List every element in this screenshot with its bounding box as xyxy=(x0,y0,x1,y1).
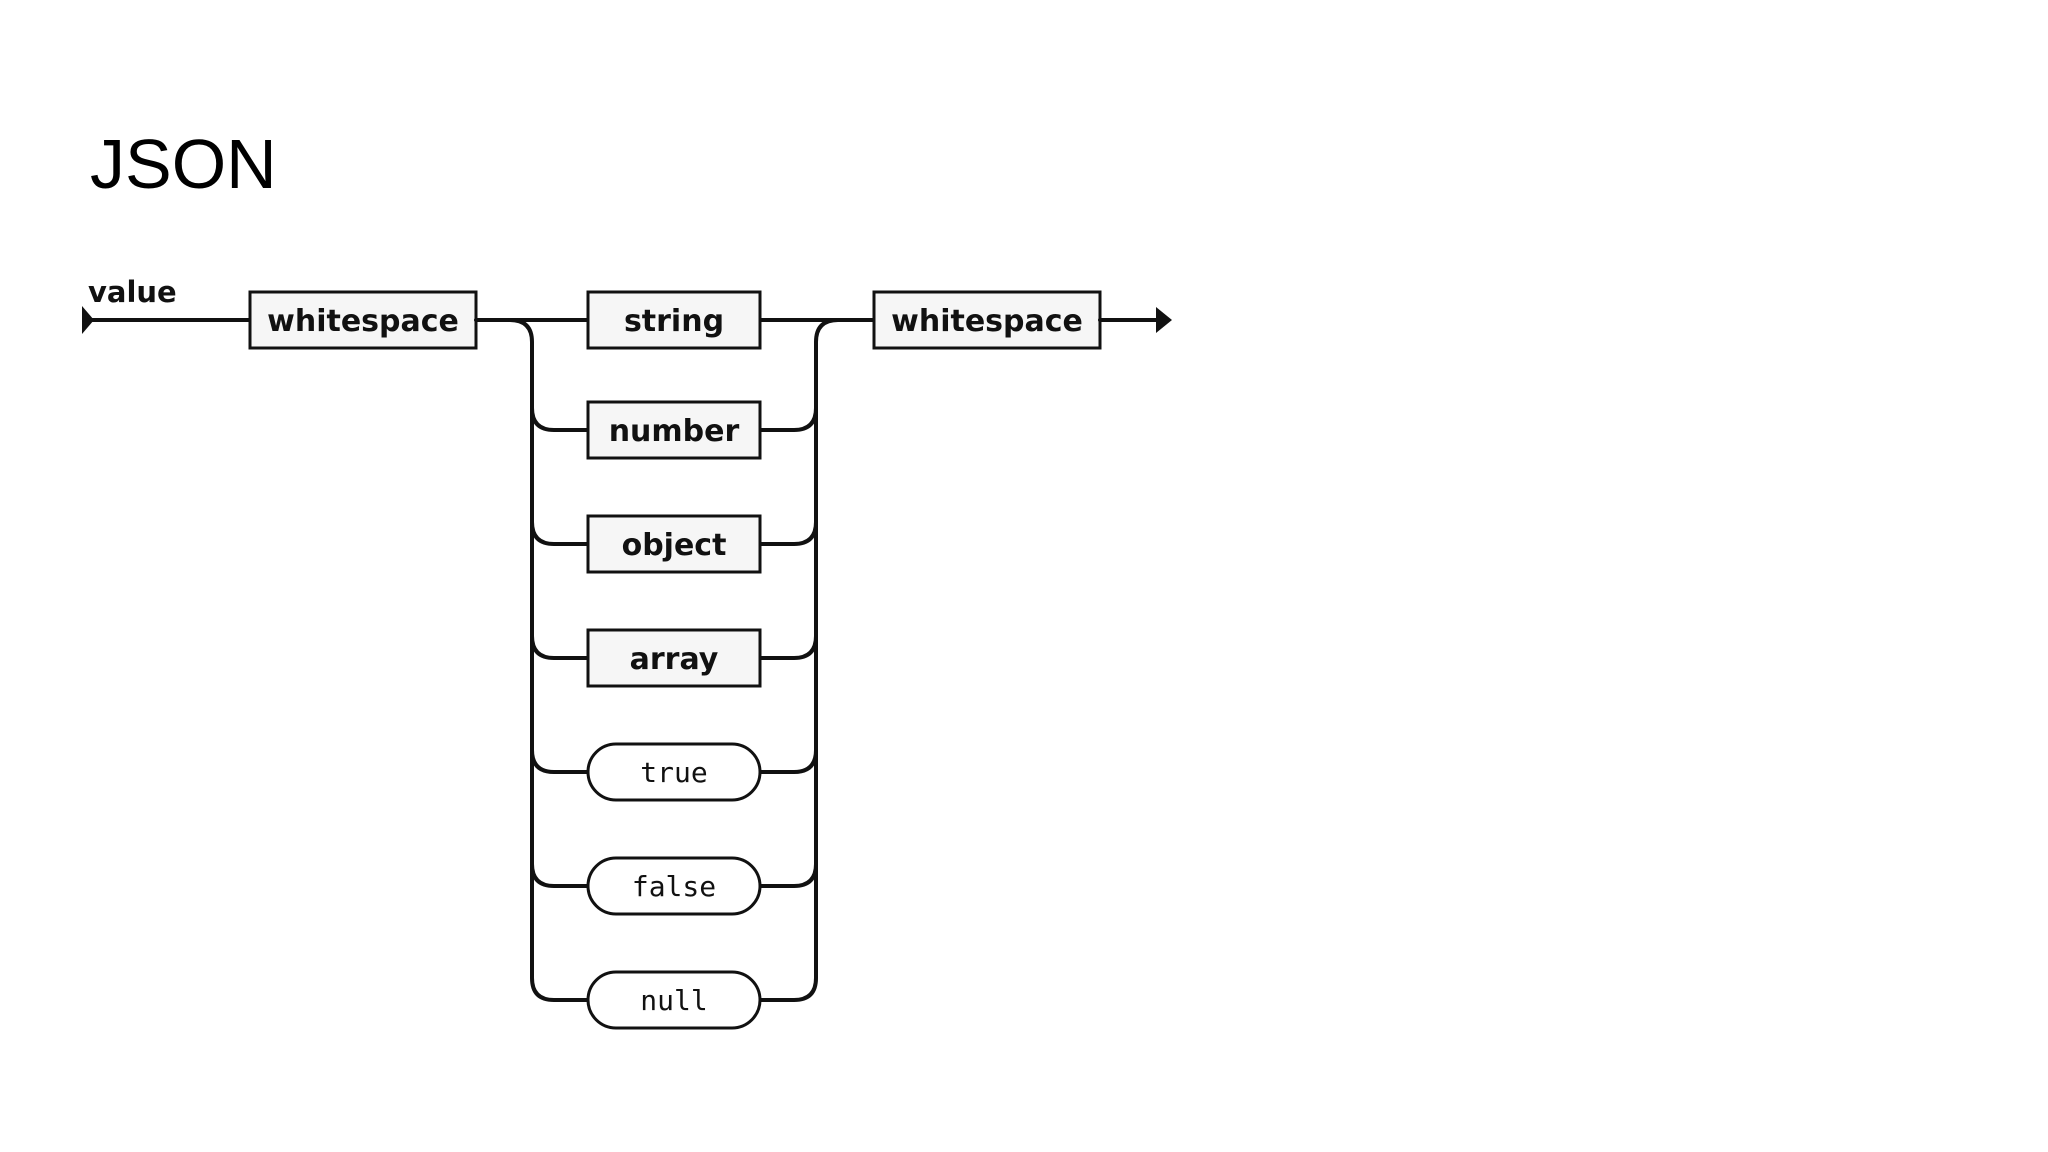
left-rail xyxy=(508,318,590,1002)
branch-out-number xyxy=(758,406,818,432)
choice-object-box xyxy=(586,514,762,574)
right-rail xyxy=(758,318,840,1002)
choice-number-label: number xyxy=(609,414,740,449)
choice-string-box xyxy=(586,290,762,350)
choice-string-label: string xyxy=(624,304,724,339)
rule-name-label: value xyxy=(88,275,177,309)
choice-false-box xyxy=(586,856,762,916)
choice-array-label: array xyxy=(630,642,719,677)
branch-in-false xyxy=(530,862,590,888)
branch-out-false xyxy=(758,862,818,888)
choice-array-box xyxy=(586,628,762,688)
choice-null-box xyxy=(586,970,762,1030)
branch-in-number xyxy=(530,406,590,432)
branch-out-object xyxy=(758,520,818,546)
branch-out-true xyxy=(758,748,818,774)
choice-object-label: object xyxy=(622,528,727,563)
choice-number-box xyxy=(586,400,762,460)
choice-true-box xyxy=(586,742,762,802)
choice-true-label: true xyxy=(640,756,707,789)
whitespace-leading-label: whitespace xyxy=(267,304,459,339)
whitespace-trailing-label: whitespace xyxy=(891,304,1083,339)
branch-out-array xyxy=(758,634,818,660)
branch-in-array xyxy=(530,634,590,660)
exit-arrow-icon xyxy=(1156,307,1172,333)
choice-null-label: null xyxy=(640,984,707,1017)
choice-false-label: false xyxy=(632,870,716,903)
branch-in-true xyxy=(530,748,590,774)
whitespace-trailing-box xyxy=(872,290,1102,350)
branch-in-object xyxy=(530,520,590,546)
slide-title: JSON xyxy=(90,125,277,203)
